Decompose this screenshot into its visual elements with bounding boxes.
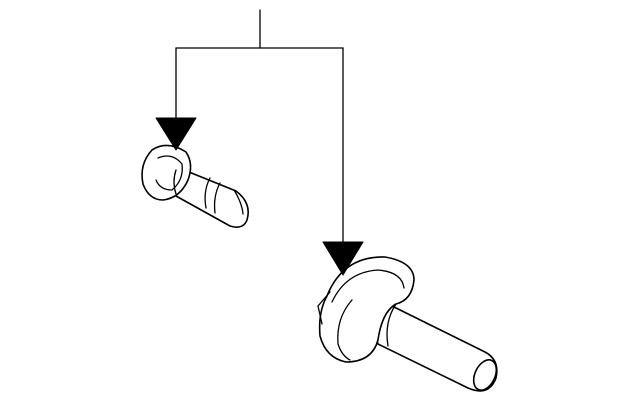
large-bolt-hex-edge (317, 291, 331, 325)
small-bolt-shank (175, 169, 249, 228)
small-bolt-head-rim (155, 155, 183, 191)
small-bolt-thread-1 (204, 177, 211, 209)
large-bolt-icon (317, 256, 498, 392)
arrow-head-large-bolt (322, 241, 364, 276)
small-bolt-thread-2 (213, 182, 221, 214)
large-bolt-tip (472, 359, 498, 391)
small-bolt-tip-edge (233, 189, 244, 215)
small-bolt-head (141, 144, 192, 201)
leader-lines (175, 9, 344, 245)
large-bolt-head-face (337, 299, 353, 361)
small-bolt-neck (173, 169, 177, 195)
large-bolt-neck (386, 303, 397, 347)
arrow-head-small-bolt (155, 117, 197, 151)
large-bolt-flange-rim (331, 269, 405, 303)
large-bolt-flange (318, 256, 415, 363)
small-bolt-icon (141, 144, 249, 228)
